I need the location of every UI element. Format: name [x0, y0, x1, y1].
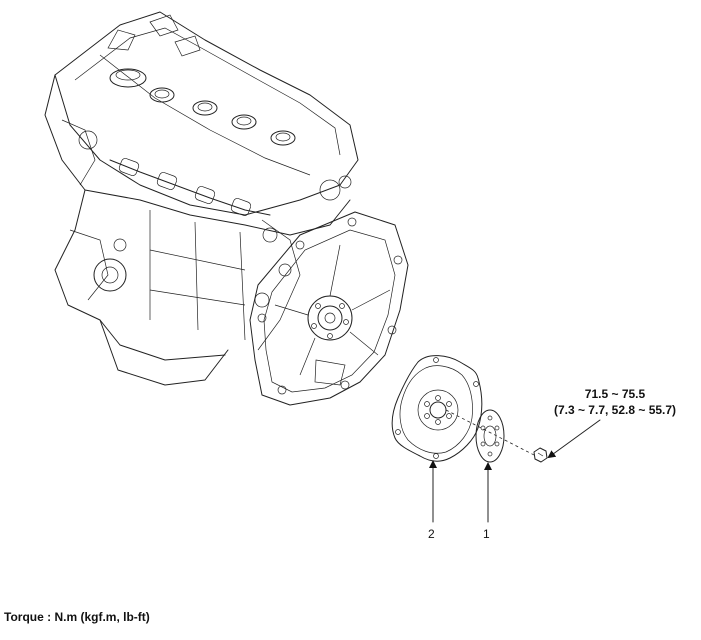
torque-spec-nm: 71.5 ~ 75.5	[584, 387, 646, 401]
callout-2: 2	[428, 527, 435, 541]
torque-spec: 71.5 ~ 75.5 (7.3 ~ 7.7, 52.8 ~ 55.7)	[540, 386, 690, 418]
leader-lines	[429, 419, 601, 523]
bell-housing	[249, 211, 409, 406]
callout-1: 1	[483, 527, 490, 541]
drive-plate	[391, 355, 483, 462]
flywheel-bolt	[445, 409, 548, 463]
torque-units-note: Torque : N.m (kgf.m, lb-ft)	[4, 610, 150, 624]
torque-spec-kgf-lbft: (7.3 ~ 7.7, 52.8 ~ 55.7)	[553, 403, 677, 417]
adapter-plate	[475, 409, 505, 463]
engine-block	[44, 11, 359, 386]
